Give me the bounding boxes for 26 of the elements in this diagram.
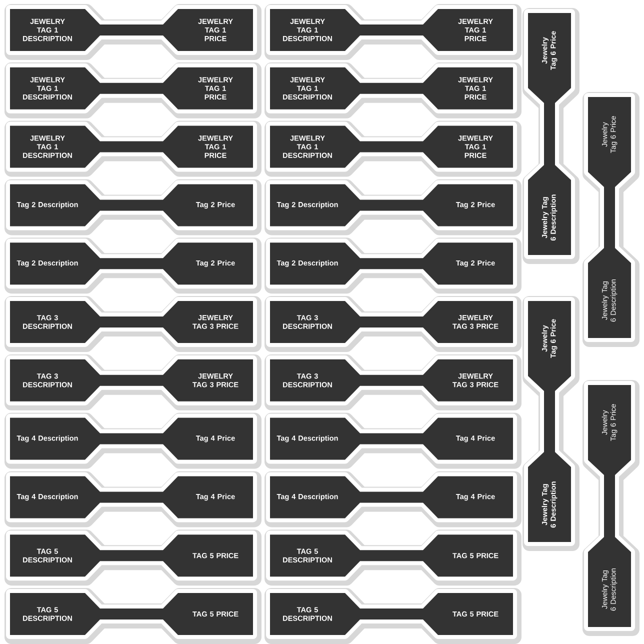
jewelry-tag [264,179,522,236]
jewelry-tag [264,471,522,528]
jewelry-tag [264,412,522,469]
jewelry-tag [4,588,262,644]
jewelry-tag [264,354,522,410]
jewelry-tag [264,62,522,118]
jewelry-tag [522,296,580,551]
jewelry-tag [264,530,522,586]
jewelry-tag [582,92,640,347]
jewelry-tag [4,120,262,177]
jewelry-tag [4,4,262,60]
jewelry-tag [4,530,262,586]
jewelry-tag [264,588,522,644]
jewelry-tag [4,412,262,469]
jewelry-tag [4,471,262,528]
jewelry-tag [4,296,262,352]
jewelry-tag [4,238,262,294]
jewelry-tag [4,62,262,118]
jewelry-tag [264,120,522,177]
jewelry-tag [264,238,522,294]
jewelry-tag [4,354,262,410]
jewelry-tag [522,8,580,264]
jewelry-tag [264,296,522,352]
jewelry-tag [264,4,522,60]
jewelry-tag [582,380,640,636]
jewelry-tag [4,179,262,236]
